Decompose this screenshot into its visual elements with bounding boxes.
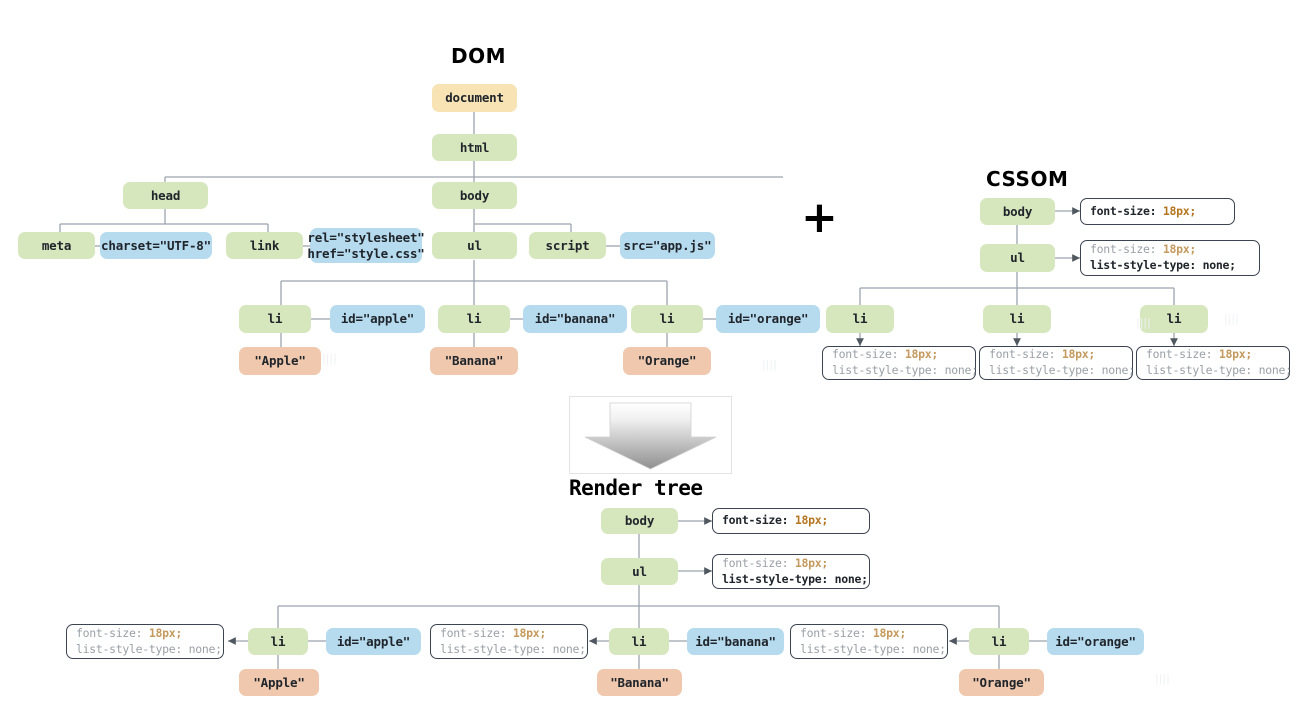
cssom-rule-li-3: font-size: 18px; list-style-type: none; [1136,346,1292,380]
cssom-rule-li-2-line1: font-size: 18px; [989,347,1123,363]
down-arrow-icon [584,402,717,470]
css-prop-font-size: font-size: [832,347,905,362]
dom-attr-link-rel: rel="stylesheet" [307,229,425,245]
watermark-mark-3: |||| [1224,312,1239,325]
dom-heading: DOM [451,44,507,68]
cssom-rule-li-2-line2: list-style-type: none; [989,363,1135,377]
render-rule-li-apple-line1: font-size: 18px; [76,626,214,642]
cssom-rule-li-1: font-size: 18px; list-style-type: none; [822,346,978,380]
render-rule-ul-line1: font-size: 18px; [722,556,860,572]
css-val-font-size: 18px; [1162,203,1196,218]
dom-attr-link: rel="stylesheet" href="style.css" [307,228,425,263]
dom-attr-id-banana: id="banana" [523,305,627,333]
css-val-font-size: 18px; [512,625,546,640]
css-val-font-size: 18px; [1061,347,1095,362]
dom-node-body: body [432,182,517,209]
render-node-li-orange: li [969,628,1029,655]
dom-node-head: head [123,182,208,209]
cssom-rule-li-1-line1: font-size: 18px; [832,347,966,363]
cssom-node-li-2: li [983,305,1051,333]
css-val-font-size: 18px; [904,347,938,362]
cssom-heading: CSSOM [986,167,1069,191]
dom-node-html: html [432,134,517,161]
render-rule-li-apple-line2: list-style-type: none; [76,641,222,656]
dom-attr-src: src="app.js" [620,232,715,259]
css-prop-font-size: font-size: [1090,203,1163,218]
render-rule-li-banana-line1: font-size: 18px; [440,626,578,642]
css-prop-font-size: font-size: [722,555,795,570]
merge-arrow-frame [569,396,732,474]
render-tree-heading: Render tree [569,476,703,500]
render-attr-id-banana: id="banana" [687,628,784,655]
dom-node-ul: ul [432,232,517,259]
cssom-node-li-1: li [826,305,894,333]
plus-icon: + [801,192,838,243]
dom-node-li-orange: li [631,305,703,333]
css-val-font-size: 18px; [1162,242,1196,257]
css-prop-font-size: font-size: [989,347,1062,362]
css-val-font-size: 18px; [794,513,828,528]
render-text-banana: "Banana" [597,669,682,696]
render-node-li-apple: li [248,628,308,655]
watermark-mark-2: |||| [762,358,777,371]
render-rule-li-banana: font-size: 18px; list-style-type: none; [430,624,588,659]
render-node-li-banana: li [609,628,669,655]
css-val-font-size: 18px; [1218,347,1252,362]
css-val-font-size: 18px; [148,625,182,640]
cssom-rule-body: font-size: 18px; [1080,198,1235,225]
dom-node-li-banana: li [438,305,510,333]
dom-attr-charset: charset="UTF-8" [100,232,212,259]
cssom-rule-body-line1: font-size: 18px; [1090,204,1225,220]
watermark-mark-4: |||| [1136,316,1151,329]
cssom-node-ul: ul [980,244,1055,272]
dom-node-li-apple: li [239,305,311,333]
render-rule-li-apple: font-size: 18px; list-style-type: none; [66,624,224,659]
dom-attr-link-href: href="style.css" [307,245,425,261]
dom-text-banana: "Banana" [430,347,518,375]
cssom-rule-ul: font-size: 18px; list-style-type: none; [1080,240,1260,276]
dom-text-orange: "Orange" [623,347,711,375]
dom-attr-id-orange: id="orange" [716,305,820,333]
css-val-font-size: 18px; [872,625,906,640]
cssom-rule-li-3-line2: list-style-type: none; [1146,363,1292,377]
dom-node-link: link [226,232,303,259]
cssom-rule-li-2: font-size: 18px; list-style-type: none; [979,346,1135,380]
watermark-mark-5: |||| [1155,672,1170,685]
cssom-node-li-3: li [1140,305,1208,333]
css-val-font-size: 18px; [794,555,828,570]
render-node-body: body [601,508,678,534]
cssom-node-body: body [980,198,1055,225]
render-text-apple: "Apple" [239,669,319,696]
dom-attr-id-apple: id="apple" [330,305,425,333]
css-prop-font-size: font-size: [1090,242,1163,257]
render-rule-ul: font-size: 18px; list-style-type: none; [712,554,870,589]
render-attr-id-apple: id="apple" [326,628,421,655]
render-rule-li-orange-line1: font-size: 18px; [800,626,938,642]
css-prop-font-size: font-size: [440,625,513,640]
render-rule-body: font-size: 18px; [712,508,870,534]
render-rule-li-banana-line2: list-style-type: none; [440,641,586,656]
css-prop-font-size: font-size: [76,625,149,640]
watermark-mark-1: |||| [322,352,337,365]
dom-node-meta: meta [18,232,95,259]
render-node-ul: ul [601,558,678,585]
render-attr-id-orange: id="orange" [1047,628,1144,655]
css-prop-font-size: font-size: [1146,347,1219,362]
cssom-rule-ul-line1: font-size: 18px; [1090,242,1250,258]
dom-node-script: script [529,232,606,259]
render-rule-ul-line2: list-style-type: none; [722,571,868,586]
css-prop-font-size: font-size: [722,513,795,528]
render-rule-li-orange: font-size: 18px; list-style-type: none; [790,624,948,659]
cssom-rule-li-1-line2: list-style-type: none; [832,363,978,377]
render-rule-body-line1: font-size: 18px; [722,513,860,529]
render-rule-li-orange-line2: list-style-type: none; [800,641,946,656]
render-text-orange: "Orange" [959,669,1044,696]
css-prop-font-size: font-size: [800,625,873,640]
dom-node-document: document [432,84,517,112]
dom-text-apple: "Apple" [239,347,321,375]
cssom-rule-ul-line2: list-style-type: none; [1090,258,1236,272]
cssom-rule-li-3-line1: font-size: 18px; [1146,347,1280,363]
